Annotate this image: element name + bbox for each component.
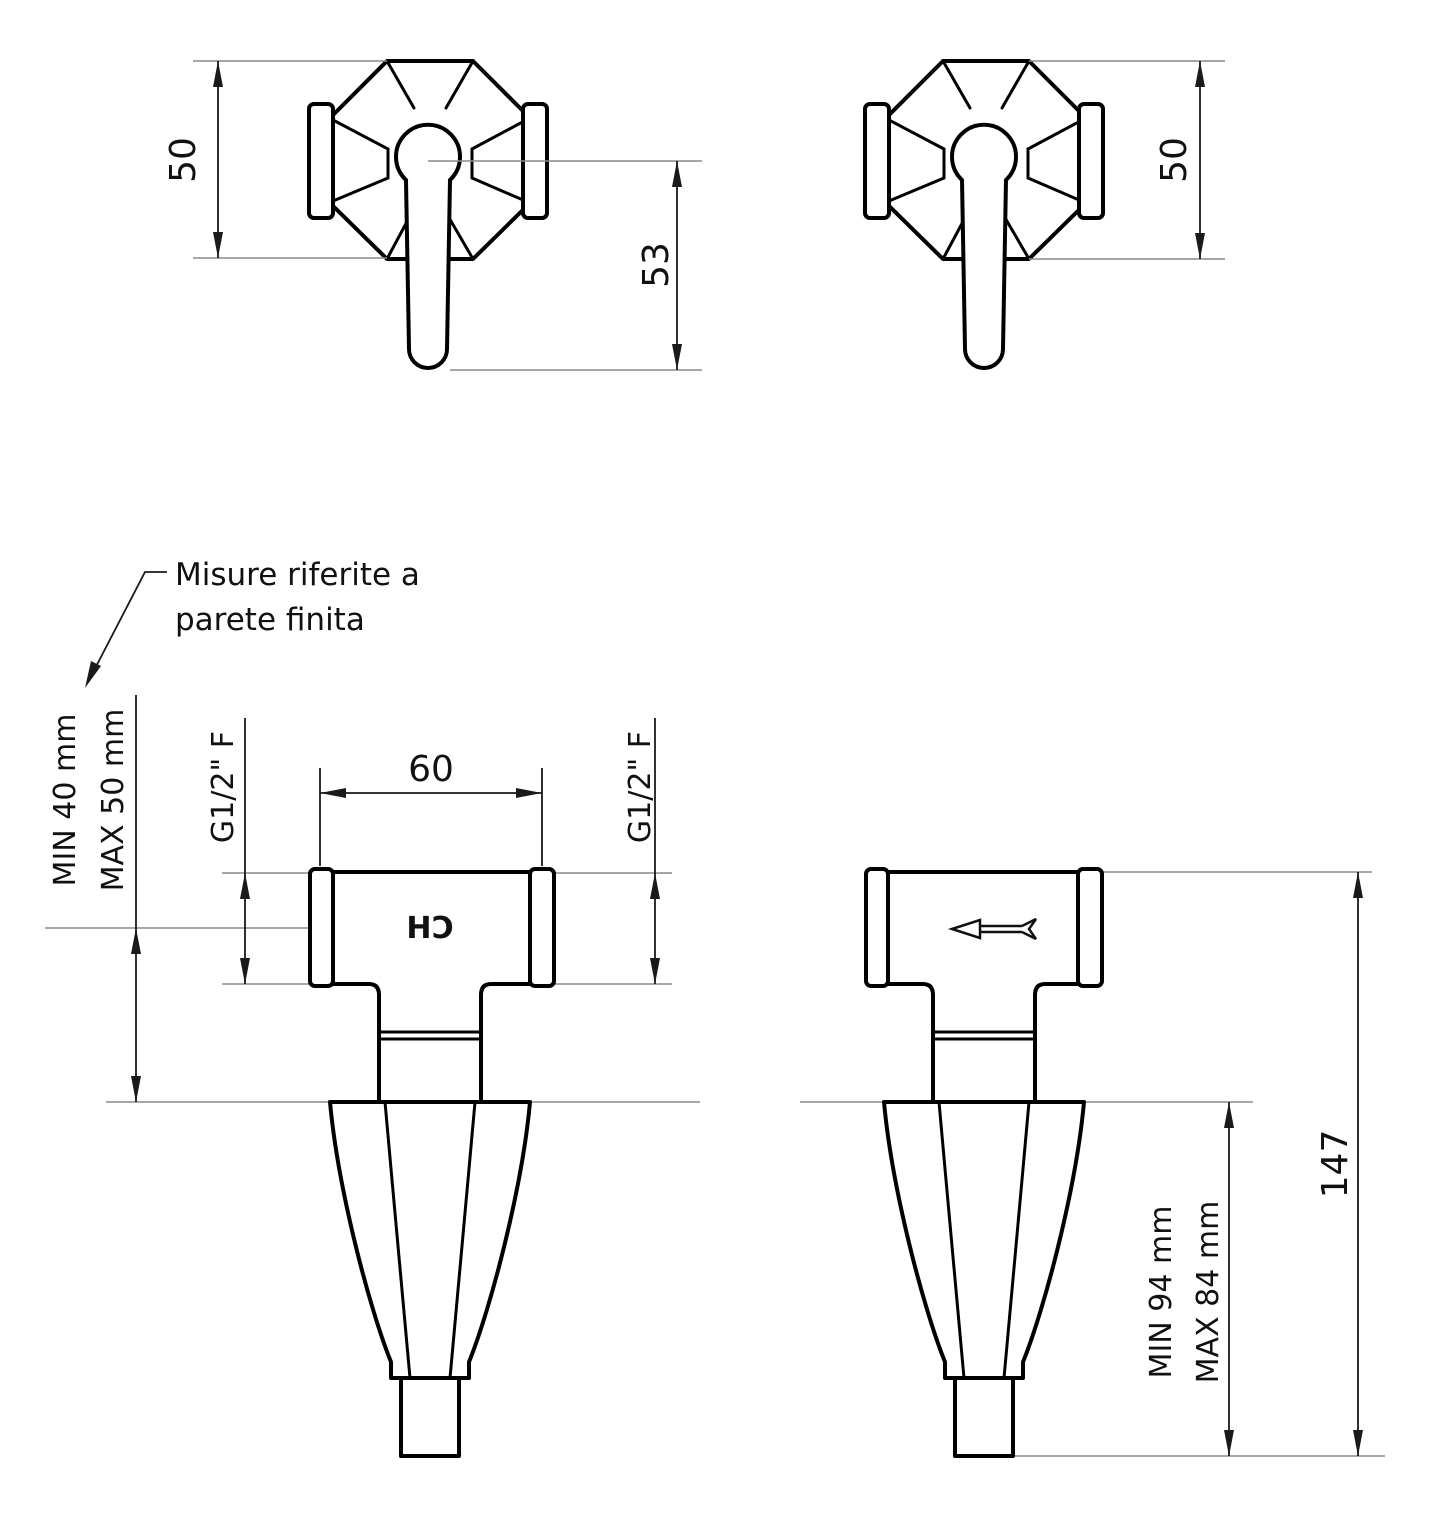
clearance-max-label: MAX 84 mm xyxy=(1191,1201,1226,1384)
body-mark-mirrored: CH xyxy=(406,911,453,946)
dim-thread-right: G1/2" F xyxy=(623,718,660,984)
note-line-2: parete finita xyxy=(175,602,365,638)
dim-60-label: 60 xyxy=(408,749,454,790)
front-view-right: 50 xyxy=(863,59,1225,370)
dim-50-right: 50 xyxy=(1029,60,1225,260)
wall-depth-max-label: MAX 50 mm xyxy=(96,709,131,892)
dim-53-label: 53 xyxy=(636,242,677,288)
thread-left-label: G1/2" F xyxy=(206,731,241,843)
left-tab xyxy=(307,102,335,220)
tapered-handle xyxy=(328,1100,532,1458)
octagon-facet-lines xyxy=(331,59,532,261)
handle-tip xyxy=(953,1376,1015,1458)
dim-147: 147 xyxy=(1315,872,1363,1456)
lever-handle xyxy=(394,122,462,370)
handle-tip xyxy=(399,1376,461,1458)
left-port-flange xyxy=(308,867,335,988)
dim-60: 60 xyxy=(319,749,543,866)
left-tab xyxy=(863,102,891,220)
lever-handle xyxy=(950,122,1018,370)
dim-wall-depth: MIN 40 mm MAX 50 mm xyxy=(48,695,141,1102)
tapered-handle xyxy=(882,1100,1086,1458)
wall-depth-min-label: MIN 40 mm xyxy=(48,714,83,887)
clearance-min-label: MIN 94 mm xyxy=(1144,1206,1179,1379)
side-view-right: MIN 94 mm MAX 84 mm 147 xyxy=(800,867,1385,1458)
left-port-flange xyxy=(864,867,890,988)
dim-50-left: 50 xyxy=(163,60,387,259)
note-leader-line xyxy=(87,571,167,683)
finished-wall-note: Misure riferite a parete finita xyxy=(85,557,420,688)
valve-body xyxy=(864,867,1104,1104)
dim-handle-clearance: MIN 94 mm MAX 84 mm xyxy=(1144,1102,1234,1456)
right-port-flange xyxy=(1076,867,1104,988)
dim-thread-left: G1/2" F xyxy=(206,718,250,984)
right-tab xyxy=(1077,102,1105,220)
dim-147-label: 147 xyxy=(1315,1130,1356,1199)
flow-direction-arrow-icon xyxy=(947,917,1038,941)
right-port-flange xyxy=(528,867,556,988)
dim-50-right-label: 50 xyxy=(1154,137,1195,183)
front-view-left: 50 53 xyxy=(163,59,702,371)
dim-53: 53 xyxy=(428,160,702,371)
dim-50-left-label: 50 xyxy=(163,137,204,183)
side-view-left: CH 60 G1/2" F G1/ xyxy=(45,695,700,1458)
thread-right-label: G1/2" F xyxy=(623,731,658,843)
note-line-1: Misure riferite a xyxy=(175,557,420,593)
valve-body: CH xyxy=(308,867,556,1104)
note-leader-arrowhead xyxy=(85,661,101,688)
